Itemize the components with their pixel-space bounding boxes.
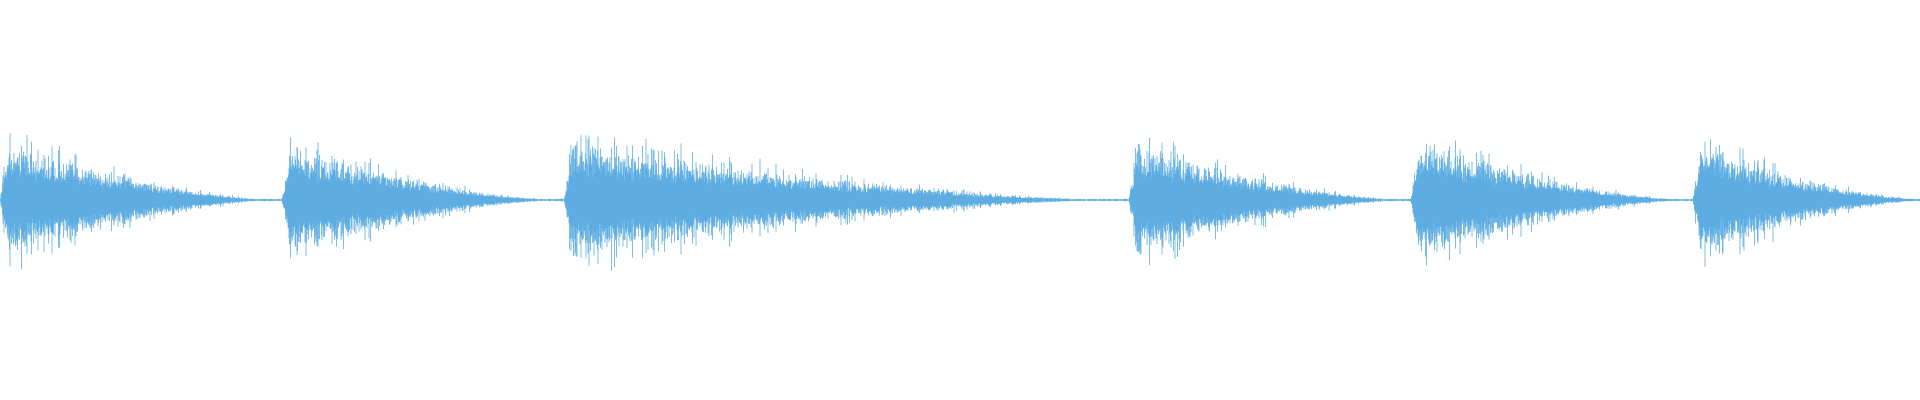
waveform-path — [0, 133, 1920, 271]
waveform-samples — [0, 133, 1920, 271]
